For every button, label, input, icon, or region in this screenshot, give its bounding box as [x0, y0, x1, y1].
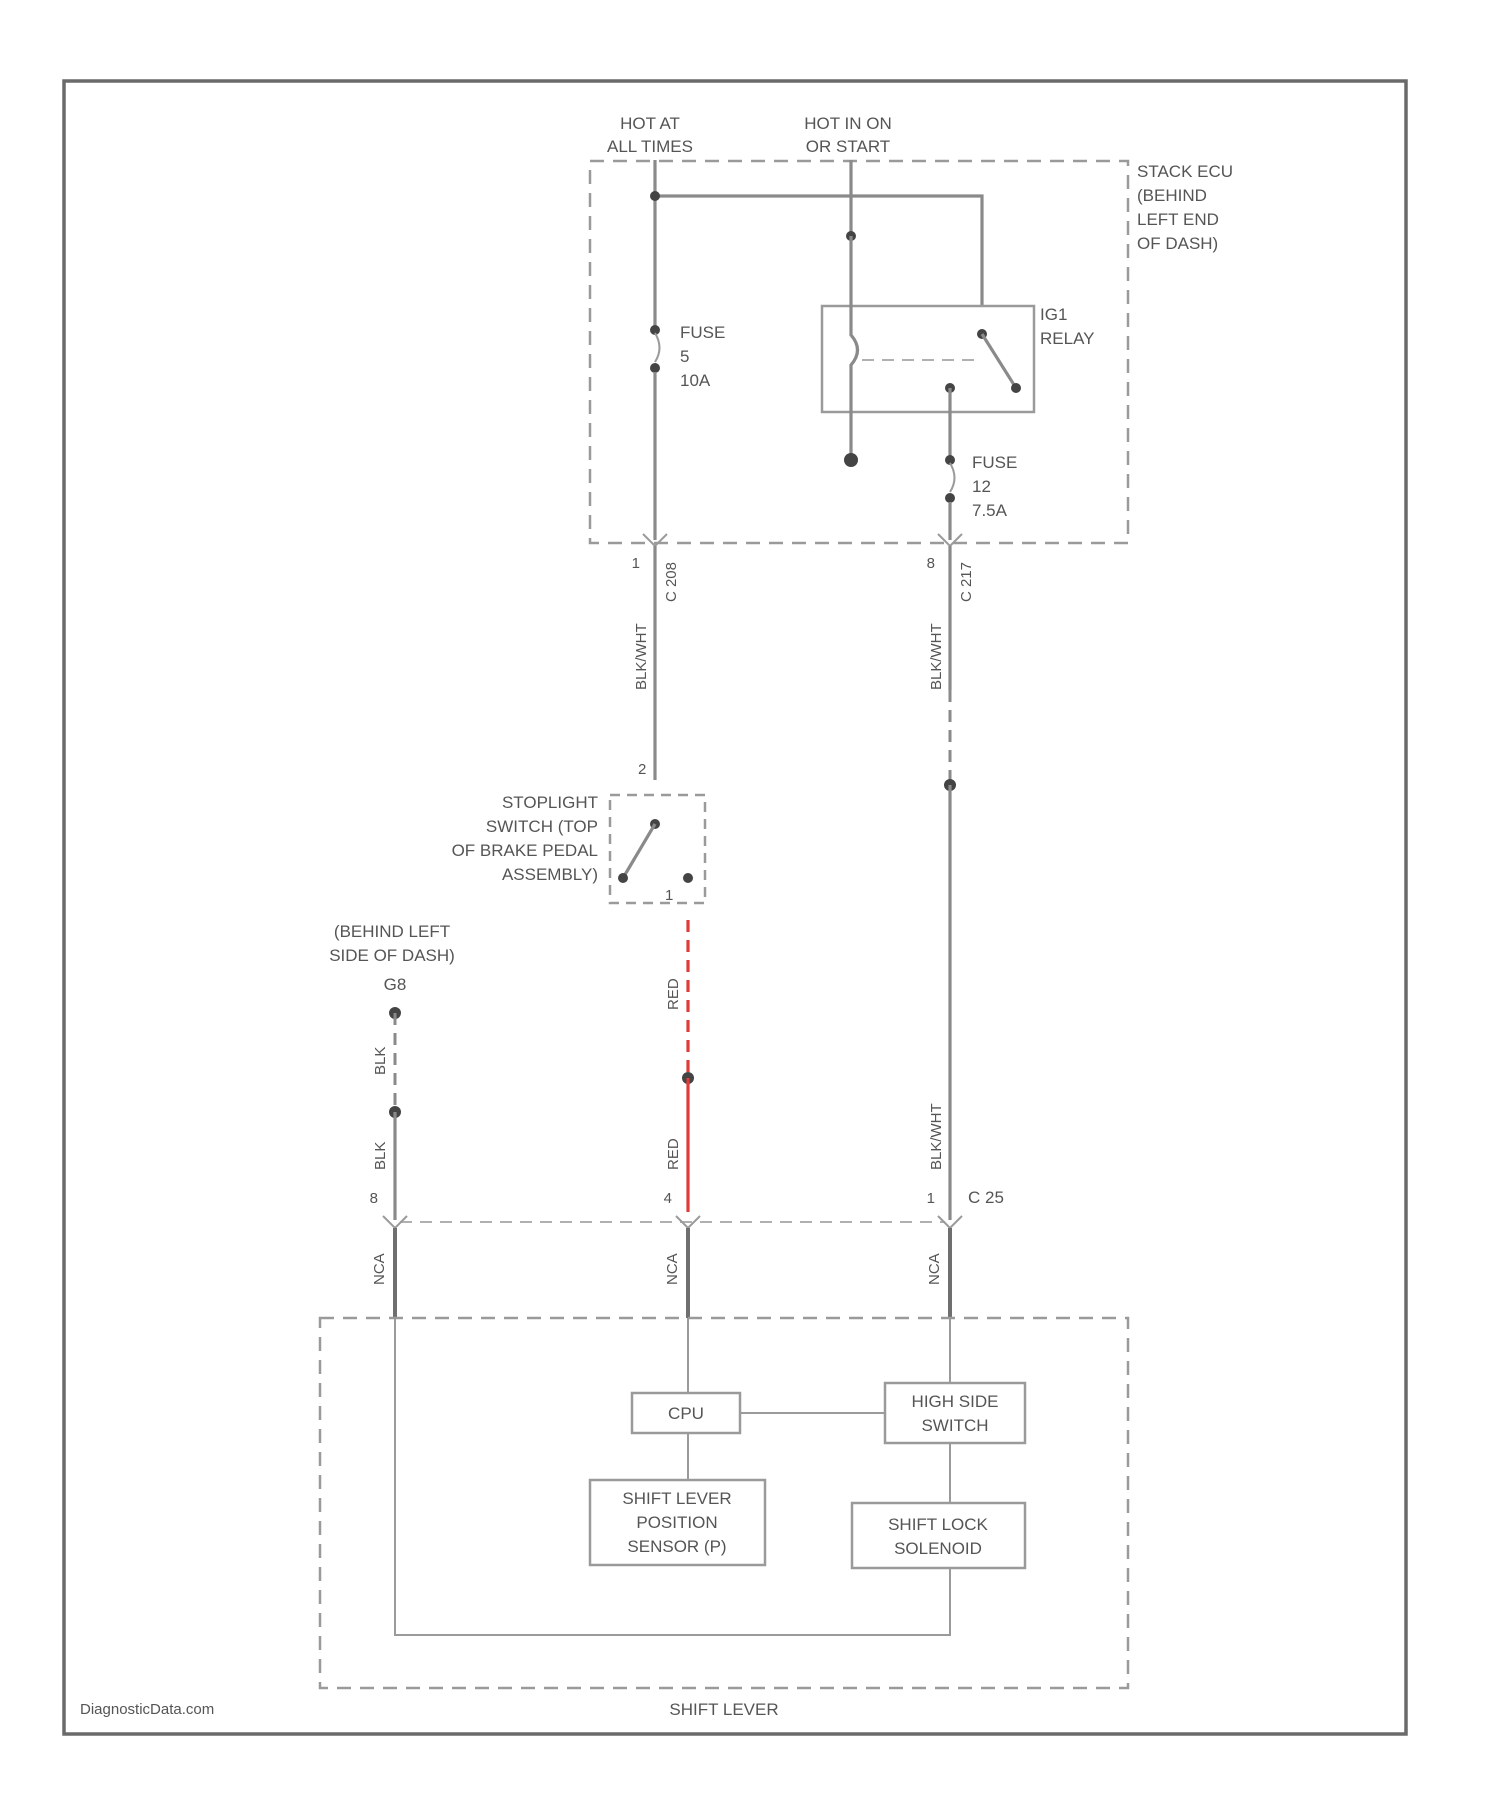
power-label-on-start-2: OR START — [806, 137, 890, 156]
solenoid-label-2: SOLENOID — [894, 1539, 982, 1558]
fuse-12-label: FUSE — [972, 453, 1017, 472]
wire-label-blk-lower: BLK — [372, 1142, 389, 1170]
shift-lock-solenoid-box — [852, 1503, 1025, 1568]
ground-label-2: SIDE OF DASH) — [329, 946, 455, 965]
stoplight-switch-enclosure — [610, 795, 705, 903]
watermark: DiagnosticData.com — [80, 1701, 214, 1718]
fuse-12-terminal — [945, 493, 955, 503]
c25-pin-left: 8 — [370, 1190, 378, 1207]
sensor-label-3: SENSOR (P) — [627, 1537, 726, 1556]
stoplight-label-4: ASSEMBLY) — [502, 865, 598, 884]
fuse-5-rating: 10A — [680, 371, 711, 390]
sensor-label-1: SHIFT LEVER — [622, 1489, 731, 1508]
fuse-12-rating: 7.5A — [972, 501, 1008, 520]
power-label-all-times-1: HOT AT — [620, 114, 680, 133]
hss-label-1: HIGH SIDE — [912, 1392, 999, 1411]
fuse-box-label-3: LEFT END — [1137, 210, 1219, 229]
stoplight-label-3: OF BRAKE PEDAL — [452, 841, 598, 860]
stoplight-contact — [618, 873, 628, 883]
fuse-5-label: FUSE — [680, 323, 725, 342]
c25-pin-right: 1 — [927, 1190, 935, 1207]
stoplight-output-terminal — [683, 873, 693, 883]
fuse-box-label-1: STACK ECU — [1137, 162, 1233, 181]
wire-label-right-upper: BLK/WHT — [928, 623, 945, 690]
cpu-label: CPU — [668, 1404, 704, 1423]
wire-label-red-lower: RED — [665, 1138, 682, 1170]
stoplight-label-1: STOPLIGHT — [502, 793, 598, 812]
ground-id: G8 — [384, 975, 407, 994]
c217-pin-number: 8 — [927, 555, 935, 572]
wire-label-nca-2: NCA — [664, 1253, 681, 1285]
fuse-box-label-4: OF DASH) — [1137, 234, 1218, 253]
fuse-5-terminal — [650, 363, 660, 373]
solenoid-label-1: SHIFT LOCK — [888, 1515, 988, 1534]
fuse-12-icon — [950, 463, 955, 492]
c217-label: C 217 — [958, 562, 975, 602]
fuse-5-icon — [655, 333, 660, 362]
relay-label-2: RELAY — [1040, 329, 1095, 348]
sensor-label-2: POSITION — [636, 1513, 717, 1532]
wire-label-blk-upper: BLK — [372, 1047, 389, 1075]
stoplight-label-2: SWITCH (TOP — [486, 817, 598, 836]
c25-label: C 25 — [968, 1188, 1004, 1207]
wire-label-left-upper: BLK/WHT — [633, 623, 650, 690]
power-label-on-start-1: HOT IN ON — [804, 114, 892, 133]
wire-label-nca-1: NCA — [371, 1253, 388, 1285]
stoplight-switch-arm — [623, 824, 655, 878]
relay-label-1: IG1 — [1040, 305, 1067, 324]
relay-coil-ground-terminal — [844, 453, 858, 467]
fuse-box-label-2: (BEHIND — [1137, 186, 1207, 205]
relay-contact — [1011, 383, 1021, 393]
c208-pin-number: 1 — [632, 555, 640, 572]
wire-internal-ground — [395, 1318, 950, 1635]
stoplight-pin-bottom: 1 — [665, 887, 673, 904]
wire-label-red-upper: RED — [665, 978, 682, 1010]
shift-lever-label: SHIFT LEVER — [669, 1700, 778, 1719]
ground-label-1: (BEHIND LEFT — [334, 922, 450, 941]
splice-dot — [650, 191, 660, 201]
c25-pin-mid: 4 — [664, 1190, 672, 1207]
stoplight-pin-top: 2 — [638, 761, 646, 778]
wire-label-nca-3: NCA — [926, 1253, 943, 1285]
power-label-all-times-2: ALL TIMES — [607, 137, 693, 156]
c208-label: C 208 — [663, 562, 680, 602]
fuse-12-number: 12 — [972, 477, 991, 496]
wire-label-right-lower: BLK/WHT — [928, 1103, 945, 1170]
hss-label-2: SWITCH — [921, 1416, 988, 1435]
fuse-5-number: 5 — [680, 347, 689, 366]
